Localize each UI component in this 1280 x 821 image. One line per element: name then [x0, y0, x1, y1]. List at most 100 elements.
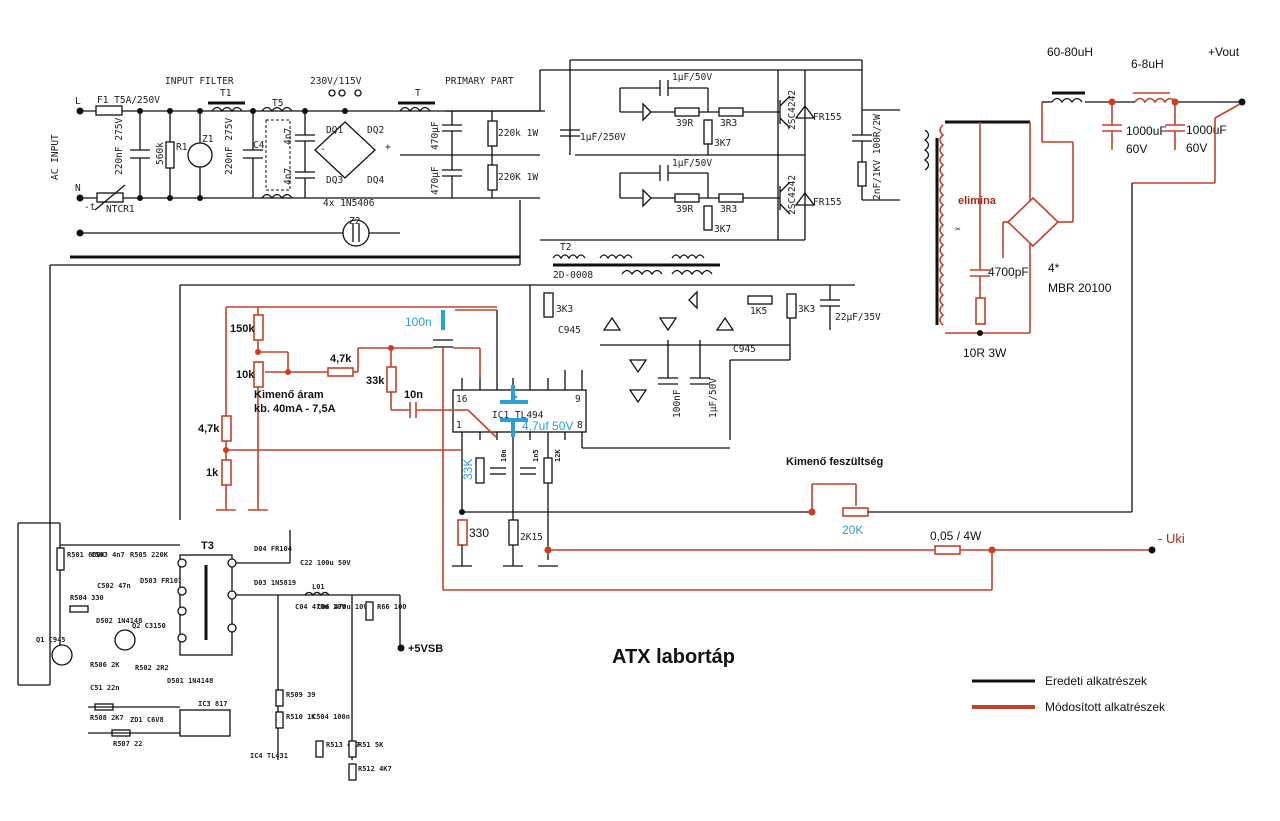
driver-transformer-label: 2D-0008 [553, 270, 593, 281]
driver-r3-label: 1K5 [750, 306, 767, 317]
t5-label: T5 [272, 98, 283, 109]
c10n-t-label: 10n [500, 449, 508, 462]
dq3-label: DQ3 [326, 175, 343, 186]
transistor1-label: 2SC4242 [787, 90, 798, 130]
fr155-2-label: FR155 [813, 197, 842, 208]
primary-part-label: PRIMARY PART [445, 76, 514, 87]
x-cap1-label: 220nF 275V [114, 118, 125, 175]
ic3-optocoupler [179, 709, 231, 737]
base-r2 [718, 107, 744, 117]
pot-10k[interactable] [253, 361, 264, 388]
current-label-2: kb. 40mA - 7,5A [254, 403, 336, 415]
svg-text:C06 470u 10V: C06 470u 10V [317, 603, 368, 611]
mbr20100-bridge [1006, 196, 1060, 248]
base-r2-label: 3R3 [720, 118, 737, 129]
voltage-label: Kimenő feszültség [786, 456, 883, 468]
uki-label: - Uki [1158, 531, 1185, 546]
base-r4-label: 3R3 [720, 204, 737, 215]
legend-modified-label: Módosított alkatrészek [1045, 700, 1166, 714]
coupling-cap-label: 1µF/250V [580, 132, 626, 143]
svg-text:T3: T3 [201, 540, 214, 552]
r501 [56, 547, 65, 571]
pulldown2-label: 3K7 [714, 224, 731, 235]
primary-section: PRIMARY PART 470µF 470µF 220k 1W 220K 1W… [18, 59, 900, 686]
svg-text:16: 16 [456, 394, 468, 405]
r150k-label: 150k [230, 323, 255, 335]
drive-cap2-label: 1µF/50V [672, 158, 712, 169]
driver-r1-label: 3K3 [556, 304, 573, 315]
diagram-title: ATX labortáp [612, 646, 735, 668]
varistor-z1 [187, 142, 213, 168]
out-cap2-v-label: 60V [1186, 141, 1207, 155]
svg-text:D501 1N4148: D501 1N4148 [167, 677, 213, 685]
resistor-1k [221, 459, 232, 486]
t5-core [265, 119, 291, 191]
cap-100n-label: 100n [405, 315, 432, 329]
svg-text:D502 1N4148: D502 1N4148 [96, 617, 142, 625]
driver-r2-label: 3K3 [798, 304, 815, 315]
z2-label: Z2 [349, 216, 360, 227]
svg-text:Q2 C3150: Q2 C3150 [132, 622, 166, 630]
svg-text:1: 1 [456, 420, 462, 431]
elimina-label: elimina [958, 195, 997, 207]
5vsb-terminal [397, 644, 405, 652]
driver-r-1k5 [747, 295, 773, 305]
snubber-10r [975, 297, 986, 325]
driver-diode3 [715, 316, 735, 331]
rect-type-label: MBR 20100 [1048, 281, 1112, 295]
pot-20k[interactable] [842, 507, 869, 517]
svg-text:C04 470u 10V: C04 470u 10V [295, 603, 346, 611]
base-r1-label: 39R [676, 118, 693, 129]
driver-cap-label: 22µF/35V [835, 312, 881, 323]
r33k-label: 33k [366, 375, 385, 387]
out-cap2-label: 1000uF [1186, 123, 1227, 137]
c4-label: C4 [253, 140, 265, 151]
svg-text:D04 FR104: D04 FR104 [254, 545, 292, 553]
resistor-33k [386, 366, 397, 393]
svg-text:R501 680K: R501 680K [67, 551, 106, 559]
q1-transistor [51, 644, 73, 666]
svg-text:C502 47n: C502 47n [97, 582, 131, 590]
svg-text:R504 330: R504 330 [70, 594, 104, 602]
bridge-rectifier [314, 121, 376, 179]
svg-text:C503 4n7: C503 4n7 [91, 551, 125, 559]
driver-diode2 [658, 317, 678, 332]
bulk-cap1-label: 470µF [430, 121, 441, 150]
svg-text:R51 5K: R51 5K [358, 741, 384, 749]
ntc-t-label: -t [84, 202, 95, 213]
c1n5-label: 1n5 [532, 449, 540, 462]
out-cap1-label: 1000uF [1126, 124, 1167, 138]
snubber-10r-label: 10R 3W [963, 346, 1007, 360]
base-r3-label: 39R [676, 204, 693, 215]
ac-input-label: AC INPUT [50, 134, 61, 180]
snubber-4700pf-label: 4700pF [988, 265, 1029, 279]
input-filter-section: AC INPUT INPUT FILTER L N F1 T5A/250V NT… [50, 76, 545, 259]
svg-text:L01: L01 [312, 583, 325, 591]
svg-text:+5VSB: +5VSB [408, 643, 443, 655]
svg-text:R513 4K7: R513 4K7 [326, 741, 360, 749]
z1-label: Z1 [202, 134, 214, 145]
driver-r-3k3-1 [543, 292, 554, 318]
svg-text:R507 22: R507 22 [113, 740, 143, 748]
r1-value: 560k [155, 142, 166, 165]
resistor-4k7-b [221, 415, 232, 442]
r47k-a-label: 4,7k [330, 353, 352, 365]
resistor-12k [543, 457, 553, 484]
svg-text:R66 100: R66 100 [377, 603, 407, 611]
svg-text:+: + [385, 142, 391, 153]
r1k-label: 1k [206, 467, 219, 479]
svg-text:D03 1N5819: D03 1N5819 [254, 579, 296, 587]
resistor-4k7-a [327, 367, 354, 377]
pot10k-label: 10k [236, 369, 255, 381]
transistor2-label: 2SC4242 [787, 175, 798, 215]
selector-contact[interactable] [328, 89, 336, 97]
driver-q1-label: C945 [558, 325, 581, 336]
legend-original-label: Eredeti alkatrészek [1045, 674, 1148, 688]
bridge-type-label: 4x 1N5406 [323, 198, 375, 209]
svg-text:R509 39: R509 39 [286, 691, 316, 699]
svg-text:D503 FR107: D503 FR107 [140, 577, 182, 585]
resistor-2k15 [508, 519, 519, 546]
base-r3 [674, 193, 700, 203]
pot20k-label: 20K [842, 523, 863, 537]
svg-text:R502 2R2: R502 2R2 [135, 664, 169, 672]
